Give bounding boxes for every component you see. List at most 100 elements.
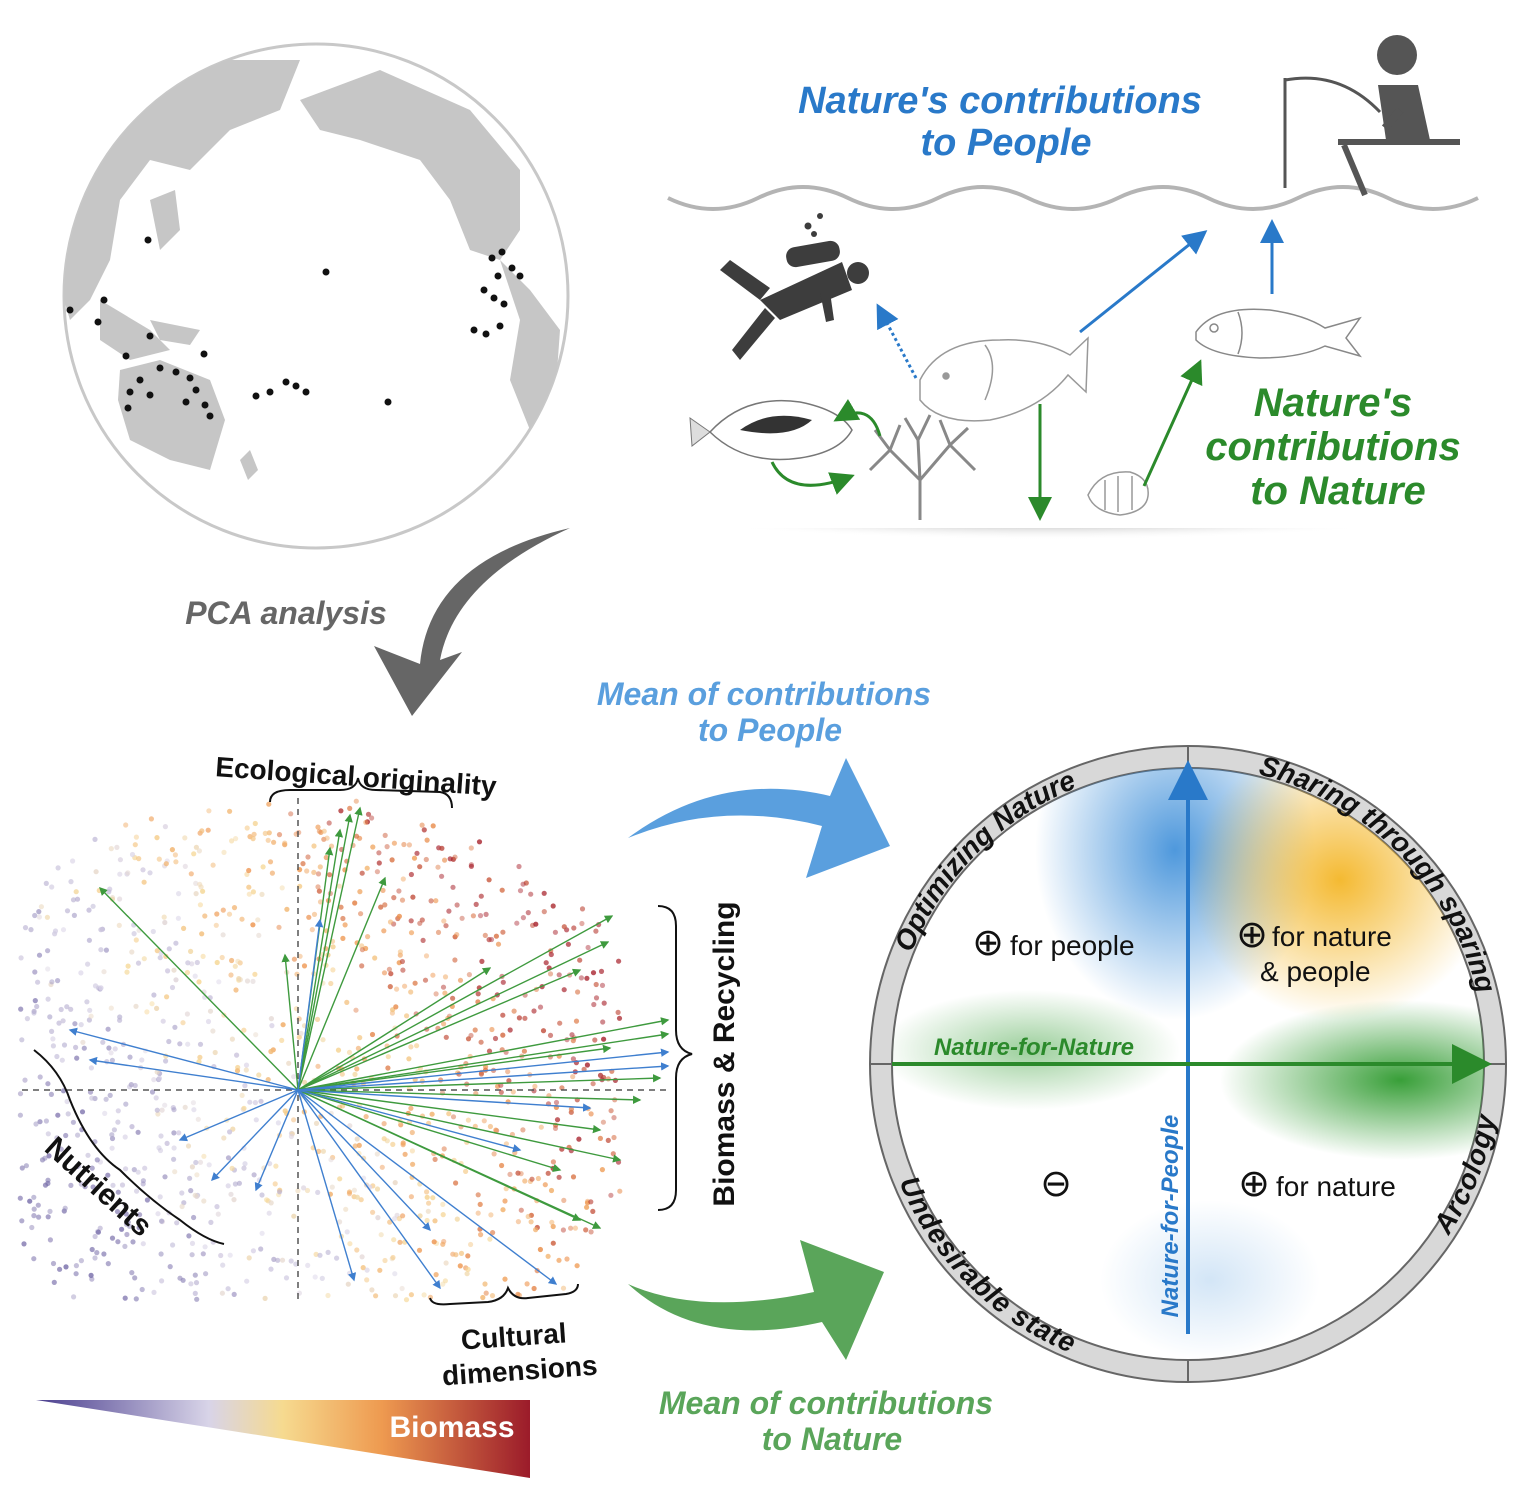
pca-point [147,870,153,876]
pca-point [201,1153,207,1159]
pca-point [162,824,168,830]
pca-point [320,1037,326,1043]
ncn-title-line1: Nature's [1254,381,1412,425]
pca-point [127,1054,133,1060]
pca-point [37,1119,43,1125]
pca-point [537,1246,544,1253]
pca-point [32,912,38,919]
pca-point [402,1151,408,1157]
pca-point [391,840,397,846]
pca-point [608,1108,614,1114]
pca-point [550,1159,557,1165]
pca-point [422,977,429,983]
pca-point [225,1286,231,1292]
pca-point [17,1091,24,1097]
pca-point [590,1208,596,1214]
pca-point [202,1244,208,1250]
pca-point [570,1056,577,1062]
pca-point [410,894,416,900]
pca-point [520,881,526,887]
pca-point [560,1227,567,1233]
pca-point [50,1260,57,1267]
pca-point [125,870,131,876]
pca-point [115,1189,121,1195]
pca-point [491,1151,497,1157]
pca-point [373,1293,379,1299]
plus-icon-nature-people: ⊕ [1236,914,1268,956]
pca-point [342,922,348,928]
loading-arrow-nature [297,828,344,1091]
pca-point [528,891,534,897]
ocean-scene: Nature's contributions to People Nature'… [600,35,1500,580]
pca-point [550,1240,556,1246]
pca-point [19,1165,25,1171]
pca-point [208,1219,214,1225]
ncn-title-line2: contributions [1205,425,1461,469]
axis-nature-label: Nature-for-Nature [934,1034,1134,1061]
ncn-title-line3: to Nature [1250,469,1426,513]
pca-point [560,1285,567,1291]
pca-point [408,1044,414,1050]
pca-point [269,870,275,876]
pca-point [246,884,252,890]
pca-point [370,844,376,850]
pca-point [316,1148,322,1154]
pca-point [181,925,187,932]
pca-point [489,1026,495,1033]
pca-point [103,947,109,953]
pca-point [401,841,407,848]
pca-point [50,1036,56,1042]
pca-point [338,904,344,910]
pca-point [192,1272,198,1278]
pca-point [227,1129,233,1135]
pca-point [516,1015,523,1021]
loading-arrow-people [178,1089,299,1142]
pca-point [428,898,434,904]
pca-point [74,1055,80,1061]
pca-point [468,863,474,869]
pca-point [315,884,321,890]
pca-point [173,977,179,983]
pca-point [49,979,55,985]
pca-point [343,1206,349,1212]
pca-point [251,831,257,837]
pca-point [442,1278,448,1284]
pca-point [132,1082,138,1089]
pca-point [239,916,245,922]
pca-point [426,1200,432,1206]
diver-icon [720,213,869,360]
pca-point [525,1213,531,1220]
pca-point [458,1250,465,1256]
pca-point [397,949,403,955]
loading-arrow-people [297,1089,431,1232]
pca-point [171,1107,177,1113]
pca-point [85,1152,91,1158]
pca-point [325,1292,331,1299]
pca-point [45,948,51,954]
pca-point [376,860,382,866]
pca-point [499,887,505,893]
pca-point [192,973,198,979]
pca-point [487,1123,493,1130]
pca-point [396,888,402,894]
pca-point [359,947,365,953]
pca-point [189,1240,196,1246]
pca-point [432,1156,438,1162]
pca-point [493,933,499,939]
pca-point [85,961,91,967]
pca-point [408,989,414,995]
pca-point [473,901,479,908]
pca-point [253,1117,259,1123]
pca-point [86,937,92,943]
pca-point [365,934,371,940]
pca-point [31,1194,37,1200]
pca-point [446,1111,452,1117]
pca-point [382,832,388,839]
pca-point [206,1162,212,1168]
pca-point [100,1039,106,1045]
pca-point [605,1076,611,1082]
pca-point [334,1255,340,1261]
pca-point [377,1267,383,1273]
butterflyfish-icon [1087,471,1149,516]
pca-point [359,1254,365,1260]
